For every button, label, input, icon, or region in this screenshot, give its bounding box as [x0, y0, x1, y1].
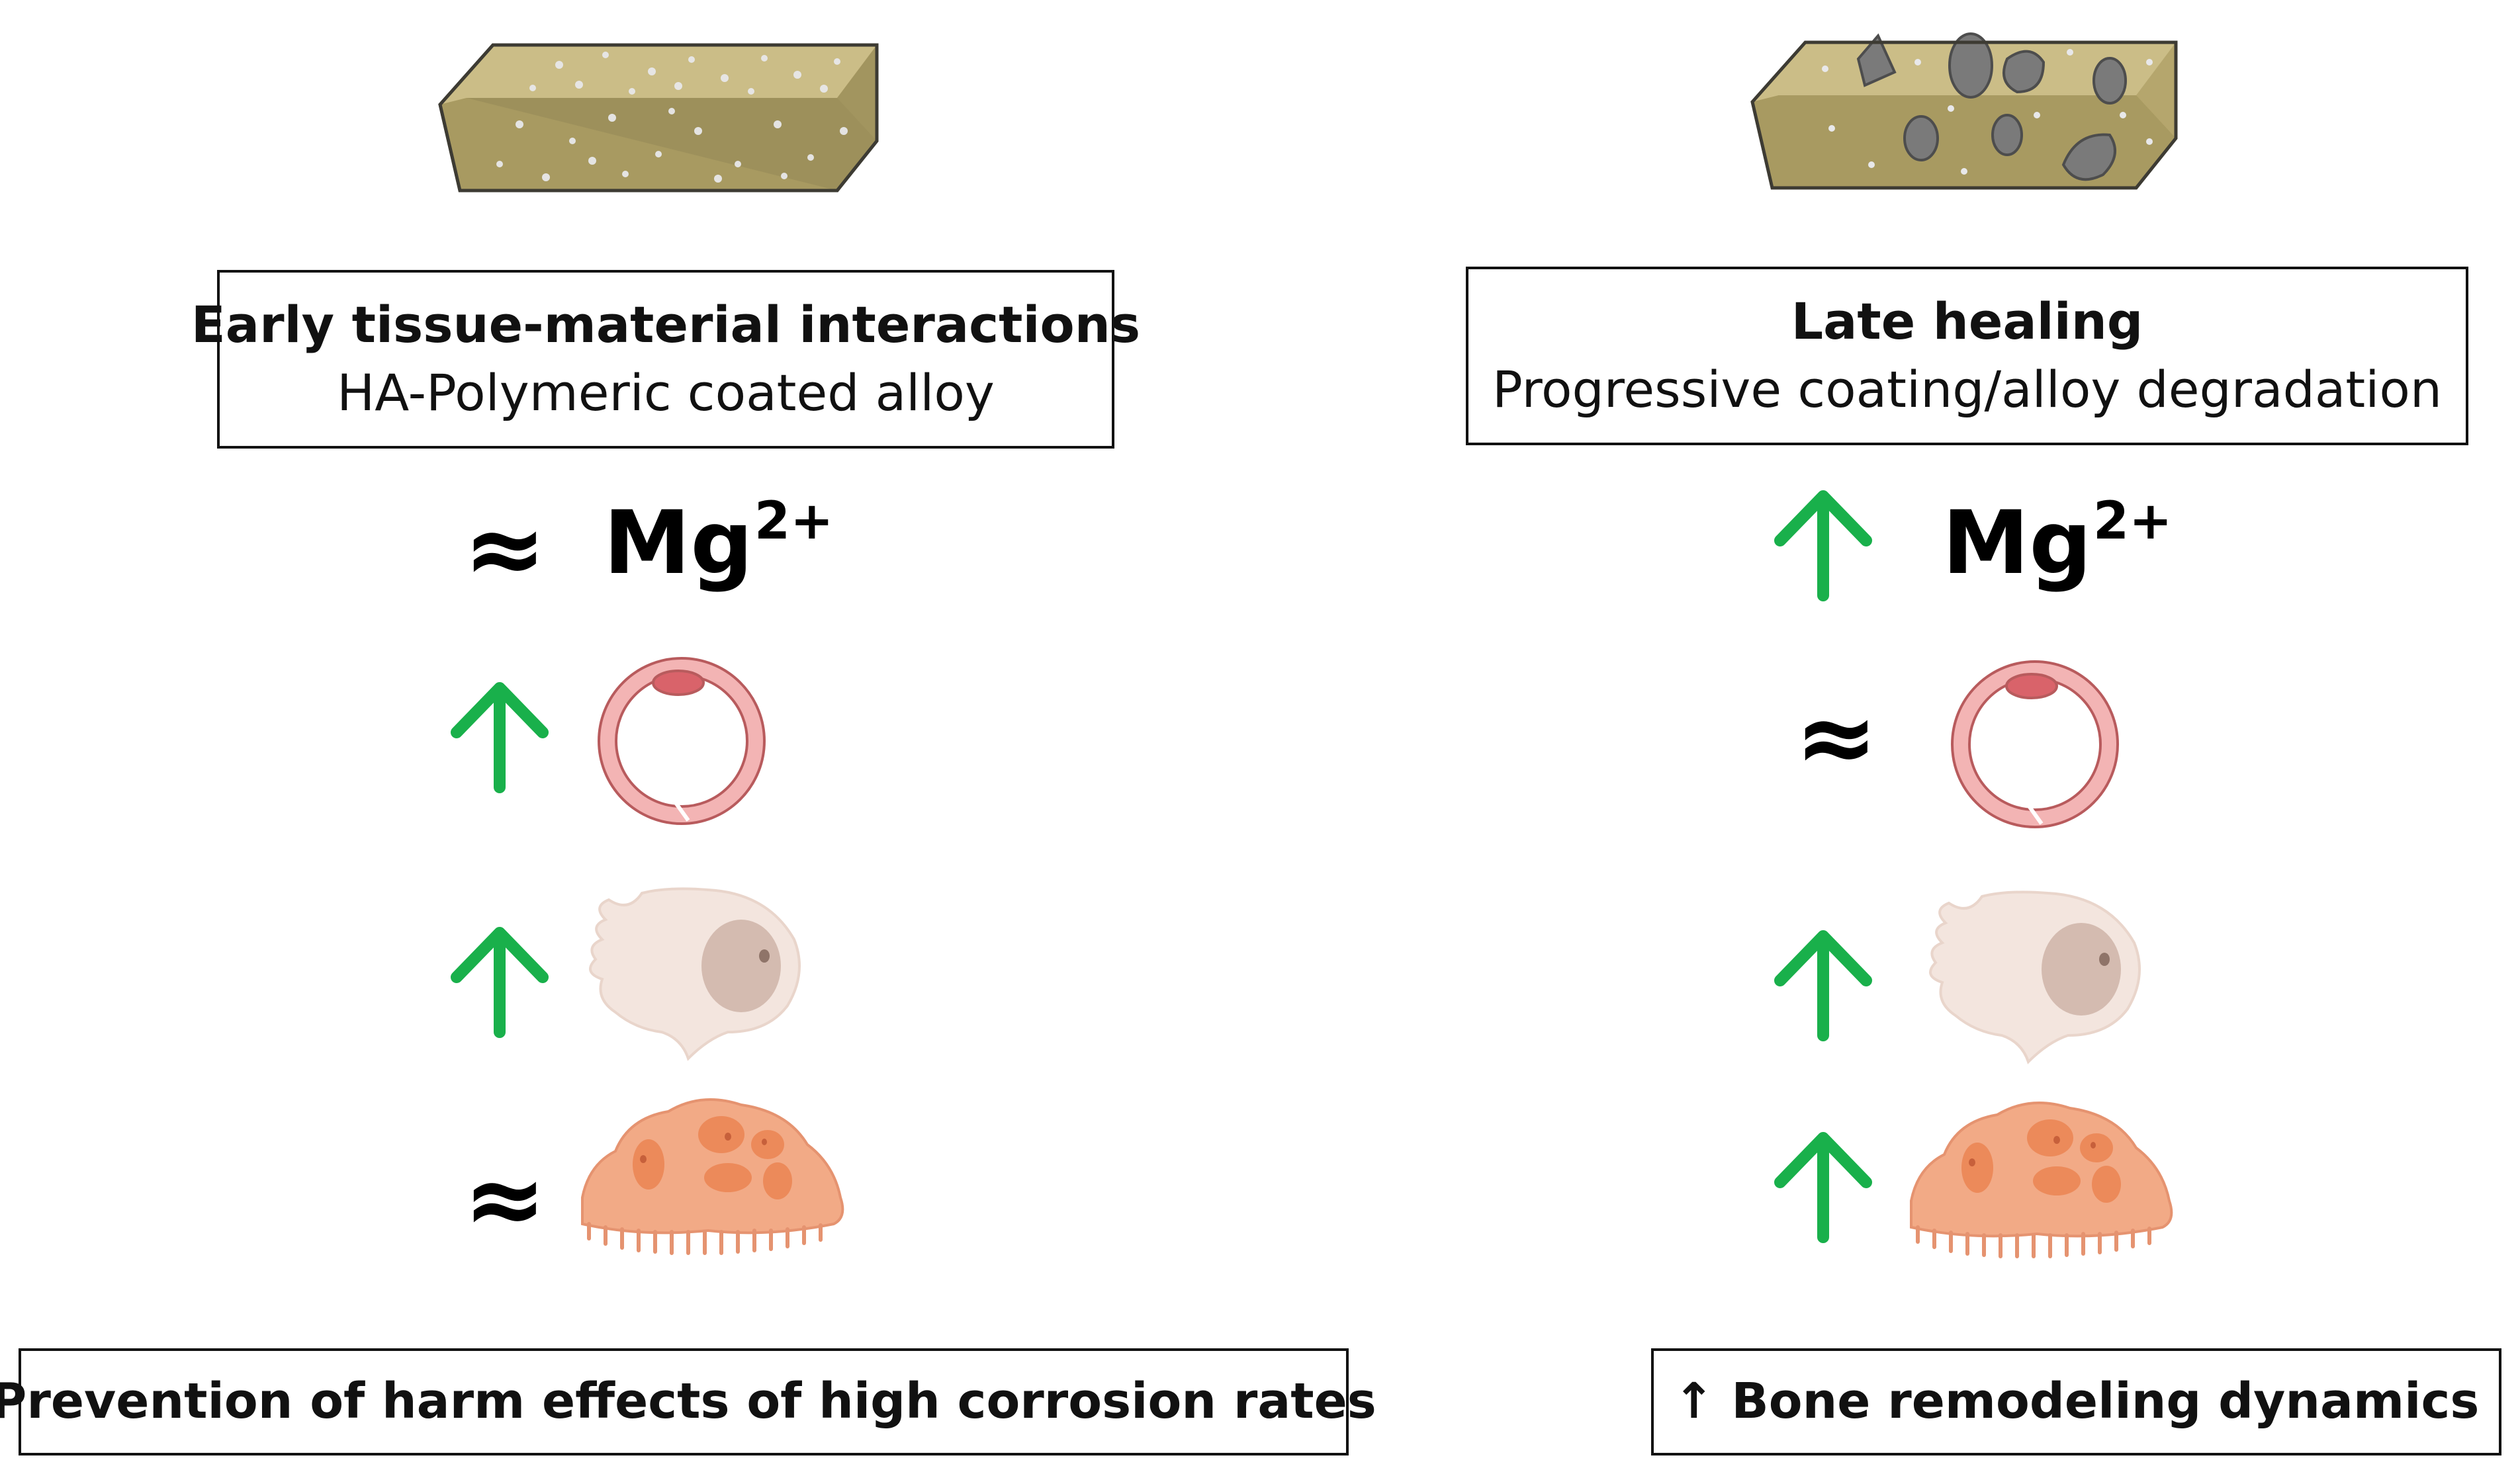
right-ring-cell-icon	[1951, 660, 2119, 828]
right-cell2-up-arrow-icon	[1774, 930, 1872, 1041]
right-phase-title: Late healing	[1791, 292, 2143, 351]
right-mg-symbol: Mg	[1942, 492, 2092, 594]
left-up-arrow-icon	[451, 682, 549, 793]
left-mg-symbol: Mg	[604, 492, 753, 594]
left-cell3-approx-symbol: ≈	[463, 1142, 547, 1257]
left-phase-subtitle: HA-Polymeric coated alloy	[337, 363, 995, 422]
left-osteoclast-icon	[581, 1098, 844, 1255]
right-cell1-approx-symbol: ≈	[1795, 680, 1878, 795]
left-mg-charge: 2+	[754, 492, 834, 551]
left-up-arrow-icon-2	[451, 927, 549, 1038]
right-mg-up-arrow-icon	[1774, 490, 1872, 601]
right-phase-box: Late healing Progressive coating/alloy d…	[1466, 267, 2468, 445]
left-mg-ion-label: Mg2+	[604, 496, 833, 587]
left-outcome-box: Prevention of harm effects of high corro…	[0, 1348, 1376, 1455]
right-outcome-text: ↑ Bone remodeling dynamics	[1673, 1373, 2480, 1430]
left-outcome-text: Prevention of harm effects of high corro…	[0, 1373, 1376, 1430]
left-phase-title: Early tissue-material interactions	[191, 295, 1141, 355]
left-phase-box: Early tissue-material interactions HA-Po…	[191, 270, 1140, 449]
degraded-implant-icon	[1750, 32, 2178, 190]
left-ring-cell-icon	[598, 657, 766, 825]
intact-implant-icon	[438, 43, 879, 193]
right-pale-cell-icon	[1929, 890, 2141, 1064]
right-cell3-up-arrow-icon	[1774, 1132, 1872, 1243]
right-outcome-box: ↑ Bone remodeling dynamics	[1651, 1348, 2501, 1455]
right-osteoclast-icon	[1910, 1102, 2173, 1258]
right-mg-charge: 2+	[2092, 492, 2173, 551]
left-pale-cell-icon	[589, 887, 801, 1061]
right-phase-subtitle: Progressive coating/alloy degradation	[1492, 360, 2443, 419]
left-ion-approx-symbol: ≈	[463, 492, 547, 607]
right-mg-ion-label: Mg2+	[1942, 496, 2172, 587]
